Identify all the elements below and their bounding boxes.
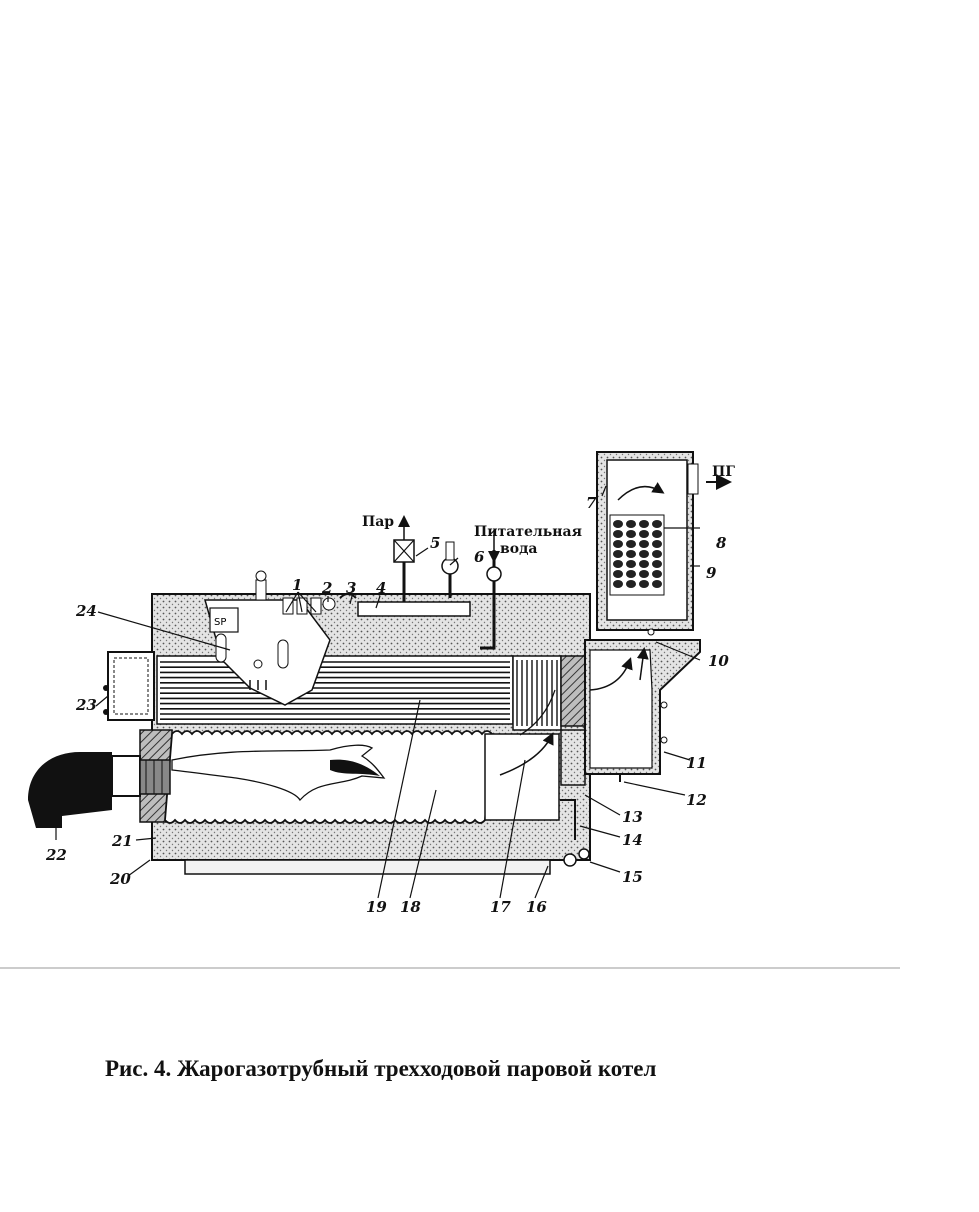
leader-lines bbox=[55, 485, 701, 899]
callout-6: 6 bbox=[474, 548, 485, 566]
economizer-coil bbox=[652, 580, 662, 588]
economizer-coil bbox=[626, 560, 636, 568]
callout-18: 18 bbox=[400, 898, 421, 916]
drain-valves bbox=[560, 799, 590, 867]
economizer-coil bbox=[652, 550, 662, 558]
economizer-coil bbox=[613, 560, 623, 568]
rear-smoke-box bbox=[584, 639, 701, 782]
economizer-coil bbox=[652, 560, 662, 568]
economizer-coil bbox=[652, 520, 662, 528]
economizer-coil bbox=[613, 520, 623, 528]
callout-9: 9 bbox=[706, 564, 717, 582]
callout-7: 7 bbox=[586, 494, 597, 512]
level-probe-2 bbox=[277, 639, 289, 669]
economizer-coils bbox=[613, 520, 662, 588]
callout-1: 1 bbox=[292, 576, 302, 594]
drain-arrows bbox=[249, 680, 267, 690]
economizer-coil bbox=[639, 520, 649, 528]
tube-lines bbox=[160, 661, 510, 721]
callout-11: 11 bbox=[686, 754, 707, 772]
callout-4: 4 bbox=[376, 579, 386, 597]
economizer-coil bbox=[626, 550, 636, 558]
label-steam: Пар bbox=[362, 514, 394, 530]
flame-core bbox=[330, 759, 380, 776]
economizer-coil bbox=[613, 540, 623, 548]
economizer-coil bbox=[639, 570, 649, 578]
level-gauge-box bbox=[209, 607, 239, 633]
economizer-coil bbox=[639, 560, 649, 568]
callout-16: 16 bbox=[526, 898, 547, 916]
callout-19: 19 bbox=[366, 898, 387, 916]
callout-14: 14 bbox=[622, 831, 643, 849]
economizer-coil bbox=[626, 530, 636, 538]
economizer-coil bbox=[626, 580, 636, 588]
economizer-coil bbox=[652, 570, 662, 578]
callout-23: 23 bbox=[75, 696, 97, 714]
feedwater-pipe bbox=[480, 530, 502, 650]
callout-3: 3 bbox=[346, 579, 356, 597]
callout-15: 15 bbox=[622, 868, 643, 886]
front-smoke-chamber bbox=[103, 651, 155, 721]
callout-5: 5 bbox=[430, 534, 440, 552]
economizer-coil bbox=[626, 540, 636, 548]
economizer-coil bbox=[613, 570, 623, 578]
valve-small bbox=[253, 659, 263, 669]
economizer-coil bbox=[613, 580, 623, 588]
callout-22: 22 bbox=[45, 846, 67, 864]
economizer-coil bbox=[626, 570, 636, 578]
burner bbox=[28, 752, 171, 828]
callout-2: 2 bbox=[321, 579, 332, 597]
economizer bbox=[596, 451, 732, 636]
steam-collector bbox=[357, 601, 471, 617]
callout-10: 10 bbox=[708, 652, 729, 670]
safety-valve bbox=[441, 541, 459, 598]
flame bbox=[171, 744, 386, 802]
label-feedwater-2: вода bbox=[500, 541, 537, 557]
economizer-coil bbox=[639, 530, 649, 538]
economizer-coil bbox=[613, 530, 623, 538]
callout-13: 13 bbox=[622, 808, 643, 826]
steam-valve bbox=[393, 515, 415, 602]
economizer-coil bbox=[652, 530, 662, 538]
economizer-coil bbox=[639, 580, 649, 588]
callout-8: 8 bbox=[716, 534, 727, 552]
callout-20: 20 bbox=[109, 870, 131, 888]
fire-tube-bundle bbox=[156, 655, 514, 725]
economizer-coil bbox=[613, 550, 623, 558]
callout-17: 17 bbox=[490, 898, 511, 916]
vertical-tubes bbox=[516, 660, 558, 726]
callout-24: 24 bbox=[75, 602, 97, 620]
label-flue-gas: ПГ bbox=[712, 464, 735, 480]
economizer-coil bbox=[639, 540, 649, 548]
figure-caption: Рис. 4. Жарогазотрубный трехходовой паро… bbox=[105, 1056, 657, 1081]
level-gauge-sp: SP bbox=[214, 617, 226, 628]
label-feedwater-1: Питательная bbox=[474, 524, 582, 540]
callout-12: 12 bbox=[686, 791, 707, 809]
economizer-coil bbox=[639, 550, 649, 558]
callout-21: 21 bbox=[111, 832, 133, 850]
economizer-coil bbox=[652, 540, 662, 548]
economizer-coil bbox=[626, 520, 636, 528]
